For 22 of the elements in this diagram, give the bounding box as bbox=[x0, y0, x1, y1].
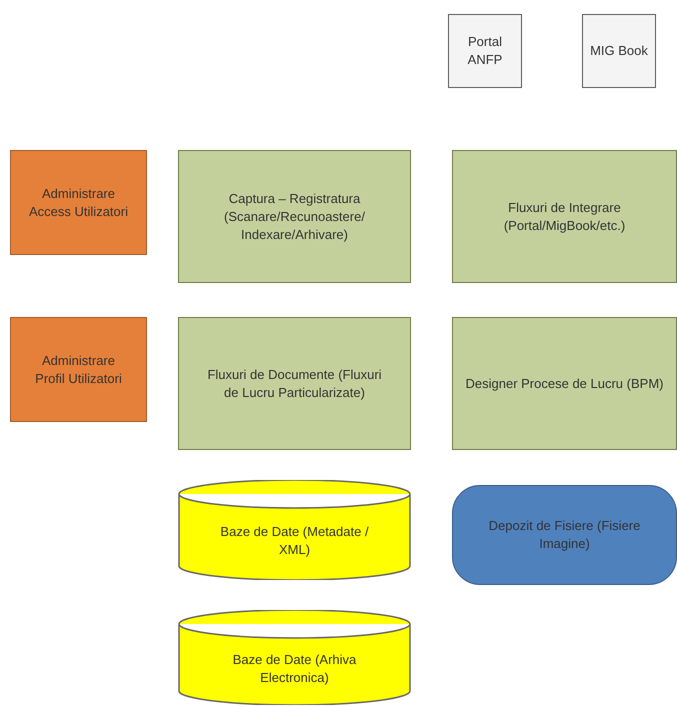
node-label: MIG Book bbox=[589, 42, 649, 60]
system-box bbox=[582, 14, 656, 88]
node-label: Designer Procese de Lucru (BPM) bbox=[464, 374, 664, 392]
module-box bbox=[10, 150, 147, 255]
node-label: Depozit de Fisiere (Fisiere Imagine) bbox=[488, 517, 642, 553]
system-box bbox=[448, 14, 522, 88]
module-box bbox=[178, 317, 411, 450]
database-cylinder bbox=[178, 610, 411, 705]
node-label: Administrare Access Utilizatori bbox=[28, 184, 129, 220]
module-box bbox=[452, 317, 677, 450]
storage-box bbox=[452, 485, 677, 585]
node-label: Captura – Registratura (Scanare/Recunoastere/ Indexare/Arhivare) bbox=[223, 190, 366, 244]
node-label: Fluxuri de Documente (Fluxuri de Lucru Particularizate) bbox=[206, 366, 383, 402]
node-label: Baze de Date (Metadate / XML) bbox=[219, 523, 370, 559]
module-box bbox=[178, 150, 411, 283]
node-label: Administrare Profil Utilizatori bbox=[34, 352, 123, 388]
node-label: Portal ANFP bbox=[466, 33, 504, 69]
node-label: Fluxuri de Integrare (Portal/MigBook/etc.) bbox=[502, 198, 626, 234]
module-box bbox=[452, 150, 677, 283]
node-label: Baze de Date (Arhiva Electronica) bbox=[232, 650, 358, 686]
module-box bbox=[10, 317, 147, 422]
database-cylinder bbox=[178, 480, 411, 580]
